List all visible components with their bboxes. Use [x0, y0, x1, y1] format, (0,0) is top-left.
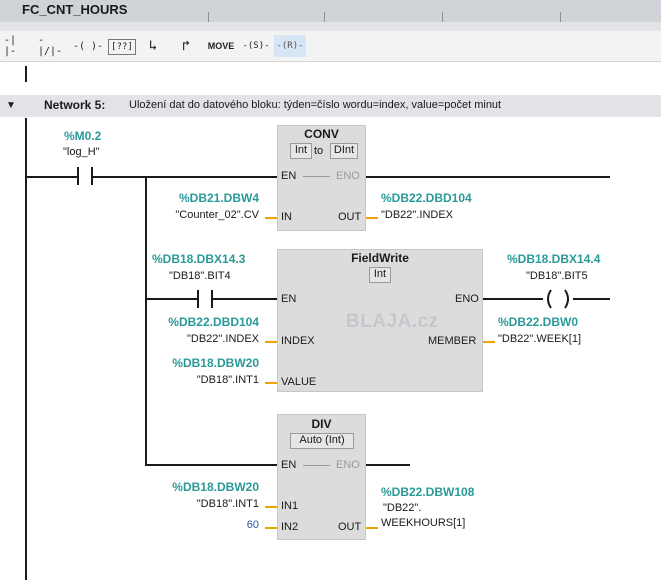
div-in1-stub	[265, 506, 277, 508]
fieldwrite-value-pin: VALUE	[281, 376, 317, 388]
coil-button[interactable]: -( )-	[72, 40, 104, 52]
rung-wire	[147, 464, 277, 466]
conv-in-symbol[interactable]: "Counter_02".CV	[175, 209, 259, 221]
fieldwrite-index-pin: INDEX	[281, 335, 315, 347]
fieldwrite-index-stub	[265, 341, 277, 343]
contact-plate-right	[91, 167, 93, 185]
collapse-arrow-icon[interactable]: ▼	[6, 100, 16, 111]
div-in2-stub	[265, 527, 277, 529]
network-number: Network 5:	[44, 98, 106, 112]
div-eno-pin: ENO	[336, 459, 360, 471]
rung-wire	[147, 298, 197, 300]
fieldwrite-value-address[interactable]: %DB18.DBW20	[172, 356, 259, 370]
fieldwrite-index-symbol[interactable]: "DB22".INDEX	[187, 333, 259, 345]
fieldwrite-en-pin: EN	[281, 293, 297, 305]
network-header[interactable]: ▼ Network 5: Uložení dat do datového blo…	[0, 95, 661, 117]
conv-to-label: to	[314, 145, 324, 157]
conv-out-pin: OUT	[338, 211, 362, 223]
contact2-symbol[interactable]: "DB18".BIT4	[169, 270, 231, 282]
contact-plate-left	[197, 290, 199, 308]
conv-to-type[interactable]: DInt	[330, 143, 358, 159]
div-en-pin: EN	[281, 459, 297, 471]
fieldwrite-member-stub	[483, 341, 495, 343]
rung-wire	[213, 298, 277, 300]
conv-internal-wire	[303, 176, 330, 177]
rung-wire	[93, 176, 277, 178]
tab-divider	[324, 12, 325, 22]
rung-wire-out	[366, 176, 610, 178]
tab-divider	[208, 12, 209, 22]
div-out-address[interactable]: %DB22.DBW108	[381, 485, 475, 499]
div-in1-pin: IN1	[281, 500, 299, 512]
contact-symbol[interactable]: "log_H"	[63, 146, 100, 158]
conv-eno-pin: ENO	[336, 170, 360, 182]
fieldwrite-type[interactable]: Int	[369, 267, 391, 283]
contact-plate-left	[77, 167, 79, 185]
conv-out-stub	[366, 217, 378, 219]
div-title: DIV	[311, 417, 332, 431]
fieldwrite-value-symbol[interactable]: "DB18".INT1	[196, 374, 259, 386]
contact-address[interactable]: %M0.2	[64, 129, 102, 143]
div-type[interactable]: Auto (Int)	[290, 433, 354, 449]
div-in2-constant[interactable]: 60	[246, 519, 259, 531]
conv-out-symbol[interactable]: "DB22".INDEX	[381, 209, 453, 221]
conv-box[interactable]	[277, 125, 366, 231]
empty-box-button[interactable]: [??]	[108, 39, 136, 55]
conv-out-address[interactable]: %DB22.DBD104	[381, 191, 472, 205]
fieldwrite-title: FieldWrite	[351, 251, 409, 265]
fieldwrite-index-address[interactable]: %DB22.DBD104	[168, 315, 259, 329]
set-coil-button[interactable]: -(S)-	[242, 41, 270, 51]
editor-cursor-line	[25, 66, 27, 82]
div-in1-address[interactable]: %DB18.DBW20	[172, 480, 259, 494]
conv-in-address[interactable]: %DB21.DBW4	[178, 191, 259, 205]
move-button[interactable]: MOVE	[207, 41, 235, 51]
div-out-stub	[366, 527, 378, 529]
rung-wire-out	[483, 298, 543, 300]
coil-icon[interactable]	[543, 288, 573, 310]
rung-wire-out	[366, 464, 410, 466]
fieldwrite-member-address[interactable]: %DB22.DBW0	[498, 315, 579, 329]
div-out-symbol-line1[interactable]: "DB22".	[383, 502, 422, 514]
no-contact-button[interactable]: -| |-	[4, 35, 17, 57]
div-out-symbol-line2[interactable]: WEEKHOURS[1]	[381, 517, 466, 529]
rung-wire-out	[573, 298, 610, 300]
fieldwrite-value-stub	[265, 382, 277, 384]
conv-en-pin: EN	[281, 170, 297, 182]
tab-divider	[442, 12, 443, 22]
div-in1-symbol[interactable]: "DB18".INT1	[196, 498, 259, 510]
div-out-pin: OUT	[338, 521, 362, 533]
conv-in-pin: IN	[281, 211, 292, 223]
left-power-rail	[25, 118, 27, 580]
block-title-bar: FC_CNT_HOURS	[0, 0, 661, 22]
contact-plate-right	[211, 290, 213, 308]
rung-wire	[27, 176, 77, 178]
reset-coil-button[interactable]: -(R)-	[274, 35, 306, 57]
watermark: BLAJA.cz	[346, 311, 439, 332]
fieldwrite-eno-pin: ENO	[455, 293, 479, 305]
contact2-address[interactable]: %DB18.DBX14.3	[152, 252, 246, 266]
conv-from-type[interactable]: Int	[290, 143, 312, 159]
coil-address[interactable]: %DB18.DBX14.4	[507, 252, 601, 266]
fieldwrite-member-pin: MEMBER	[428, 335, 477, 347]
close-branch-button[interactable]: ↱	[181, 38, 191, 54]
branch-vertical-wire	[145, 177, 147, 466]
open-branch-button[interactable]: ↳	[148, 38, 158, 54]
network-comment[interactable]: Uložení dat do datového bloku: týden=čís…	[129, 99, 502, 111]
conv-title: CONV	[304, 127, 339, 141]
fieldwrite-member-symbol[interactable]: "DB22".WEEK[1]	[498, 333, 582, 345]
block-title: FC_CNT_HOURS	[22, 2, 128, 17]
nc-contact-button[interactable]: -|/|-	[38, 35, 63, 57]
ladder-toolbar: -| |- -|/|- -( )- [??] ↳ ↱ MOVE -(S)- -(…	[0, 31, 661, 62]
coil-symbol[interactable]: "DB18".BIT5	[526, 270, 588, 282]
conv-in-stub	[265, 217, 277, 219]
div-in2-pin: IN2	[281, 521, 299, 533]
div-internal-wire	[303, 465, 330, 466]
tab-divider	[560, 12, 561, 22]
